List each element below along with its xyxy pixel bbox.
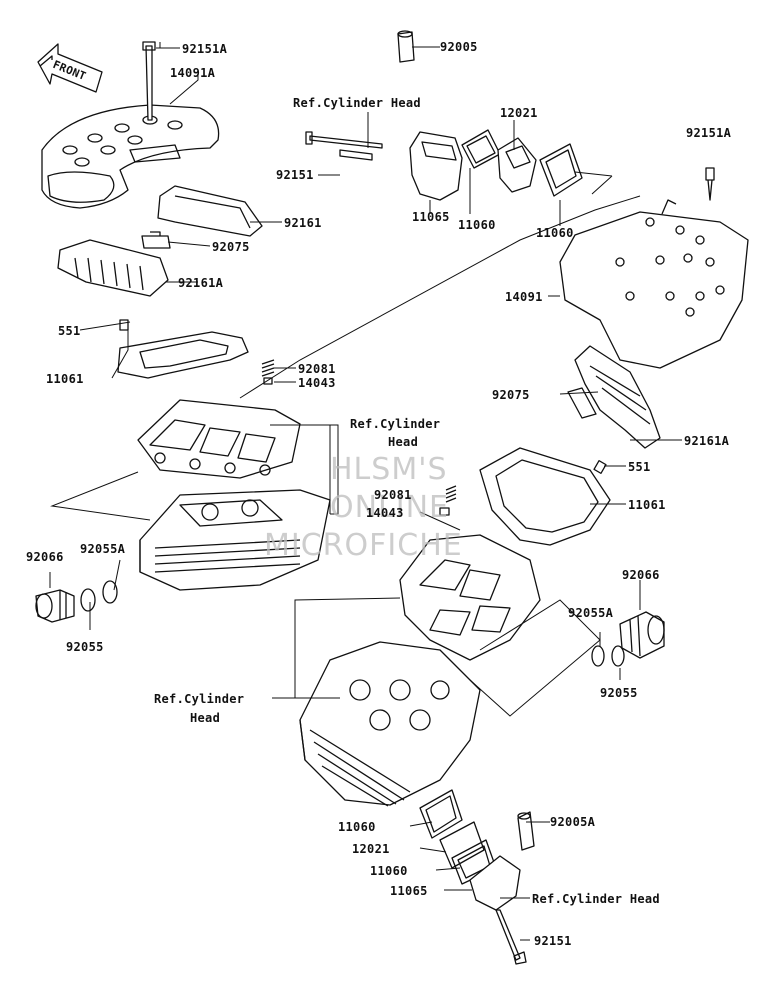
label-92005A: 92005A (550, 815, 596, 829)
label-92161A-left: 92161A (178, 276, 224, 290)
plate-12021-top-part (497, 137, 537, 193)
label-12021-bot: 12021 (352, 842, 390, 856)
label-14091: 14091 (505, 290, 543, 304)
label-ref-cylinder-head-bot: Ref.Cylinder Head (532, 892, 660, 906)
plate-12021-bot-part (439, 821, 485, 869)
seal-14043-left-part (263, 377, 273, 385)
label-92055A-right: 92055A (568, 606, 614, 620)
label-551-right: 551 (628, 460, 651, 474)
label-92151A-right: 92151A (686, 126, 732, 140)
label-ref-cylinder-mid: Ref.Cylinder (350, 417, 441, 431)
bracket-92161-part (157, 185, 263, 237)
right-cylinder-head-lower-part (299, 641, 481, 807)
label-11061-right: 11061 (628, 498, 666, 512)
label-92075-left: 92075 (212, 240, 250, 254)
left-cylinder-head-lower-part (139, 489, 331, 591)
watermark-line3: MICROFICHE (264, 528, 463, 563)
leader-lines (49, 42, 682, 941)
left-cylinder-head-upper-part (137, 399, 301, 479)
label-92081-left: 92081 (298, 362, 336, 376)
oring-92055-right-part (611, 645, 625, 667)
spring-92081-left-part (261, 359, 275, 377)
gasket-11060-top-b-part (539, 143, 583, 197)
left-cover-14091A-part (41, 104, 220, 209)
label-92081-mid: 92081 (374, 488, 412, 502)
label-92066-right: 92066 (622, 568, 660, 582)
oring-92055A-left-part (102, 580, 118, 604)
label-92151A-top-left: 92151A (182, 42, 228, 56)
oring-92055A-right-part (591, 645, 605, 667)
housing-11065-bot-part (469, 855, 521, 911)
label-14043-mid: 14043 (366, 506, 404, 520)
fitting-92005-part (397, 30, 415, 63)
clip-92075-left-part (141, 231, 171, 249)
label-14043-left: 14043 (298, 376, 336, 390)
fitting-92005A-part (517, 811, 535, 851)
label-head-mid: Head (388, 435, 419, 449)
bolt-92151A-left-part (142, 41, 156, 121)
seal-14043-mid-part (439, 507, 450, 516)
label-92161: 92161 (284, 216, 322, 230)
label-92075-right: 92075 (492, 388, 530, 402)
right-cover-14091-part (559, 199, 749, 369)
clip-92075-right-part (567, 387, 597, 419)
label-head-lower: Head (190, 711, 221, 725)
gasket-11060-top-a-part (461, 129, 501, 169)
label-92151-bot: 92151 (534, 934, 572, 948)
watermark-line2: ONLINE (330, 490, 450, 525)
oring-92055-left-part (80, 588, 96, 612)
spring-92081-mid-part (445, 485, 457, 503)
dowel-551-right-part (593, 460, 607, 474)
label-92066-left: 92066 (26, 550, 64, 564)
bracket-92161A-left-part (57, 239, 169, 297)
label-12021-top: 12021 (500, 106, 538, 120)
housing-11065-top-part (409, 131, 463, 201)
front-arrow-icon (37, 43, 103, 93)
gasket-11061-left-part (117, 331, 249, 379)
label-11060-top-a: 11060 (458, 218, 496, 232)
label-ref-cylinder-lower: Ref.Cylinder (154, 692, 245, 706)
dowel-551-left-part (119, 319, 129, 331)
label-11065-bot: 11065 (390, 884, 428, 898)
label-ref-cylinder-head-top: Ref.Cylinder Head (293, 96, 421, 110)
label-92151-top: 92151 (276, 168, 314, 182)
label-92055-left: 92055 (66, 640, 104, 654)
label-11060-top-b: 11060 (536, 226, 574, 240)
label-11060-bot-a: 11060 (338, 820, 376, 834)
watermark-line1: HLSM'S (330, 452, 448, 487)
bolt-92151-bot-part (495, 909, 527, 965)
bolt-92151A-right-part (705, 167, 715, 201)
label-92005: 92005 (440, 40, 478, 54)
plug-92066-right-part (619, 611, 665, 659)
plug-92066-left-part (35, 589, 75, 623)
label-92161A-right: 92161A (684, 434, 730, 448)
bolt-92151-top-part (305, 131, 383, 149)
pin-ref-part (339, 149, 373, 161)
label-92055A-left: 92055A (80, 542, 126, 556)
label-551-left: 551 (58, 324, 81, 338)
label-92055-right: 92055 (600, 686, 638, 700)
gasket-11060-bot-a-part (419, 789, 463, 839)
label-11065-top: 11065 (412, 210, 450, 224)
label-14091A: 14091A (170, 66, 216, 80)
bracket-92161A-right-part (574, 345, 661, 449)
gasket-11061-right-part (479, 447, 611, 546)
label-11060-bot-b: 11060 (370, 864, 408, 878)
label-11061-left: 11061 (46, 372, 84, 386)
right-cylinder-head-upper-part (399, 534, 541, 661)
